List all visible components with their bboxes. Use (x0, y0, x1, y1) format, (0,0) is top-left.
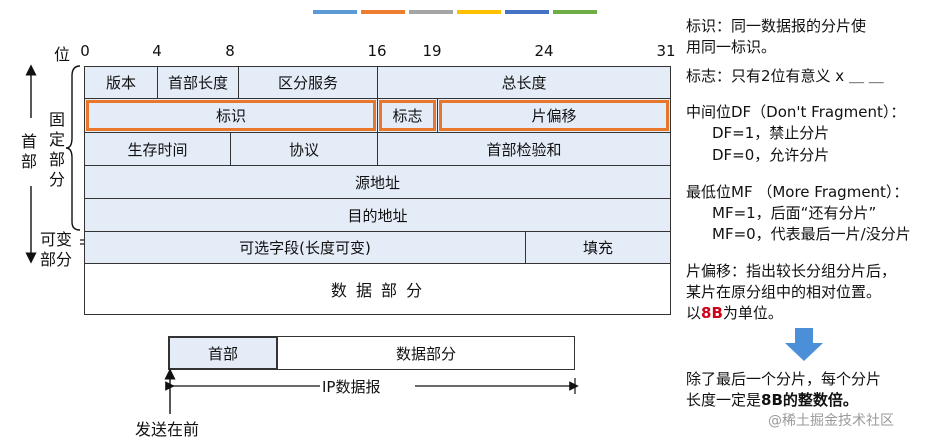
stripe (409, 10, 453, 14)
side-label-fixed: 固定部分 (48, 110, 65, 189)
packet-header: 首部 (168, 336, 278, 370)
stripe (361, 10, 405, 14)
packet-data: 数据部分 (277, 336, 575, 370)
note-id-2: 用同一标识。 (686, 38, 777, 56)
field-protocol: 协议 (230, 132, 378, 166)
note-conclusion-2: 长度一定是8B的整数倍。 (686, 390, 858, 411)
watermark: @稀土掘金技术社区 (768, 413, 894, 429)
field-fragment-offset: 片偏移 (437, 98, 671, 133)
highlight-fragment-offset (439, 100, 669, 131)
down-arrow-icon (785, 328, 823, 361)
field-padding: 填充 (525, 231, 671, 264)
field-flags: 标志 (377, 98, 438, 133)
field-version: 版本 (84, 66, 158, 99)
bit-tick: 4 (152, 42, 162, 60)
note-df0: DF=0，允许分片 (712, 146, 830, 164)
stripe (553, 10, 597, 14)
note-fo-1: 片偏移：指出较长分组分片后， (686, 262, 897, 280)
stripe (313, 10, 357, 14)
note-fo-unit-prefix: 以 (686, 304, 702, 322)
note-fo-unit-suffix: 为单位。 (722, 304, 783, 322)
note-conclusion-1: 除了最后一个分片，每个分片 (686, 370, 882, 388)
note-conclusion-prefix: 长度一定是 (686, 391, 762, 409)
datagram-annotations (164, 368, 579, 414)
bit-tick: 0 (80, 42, 90, 60)
field-total-length: 总长度 (377, 66, 671, 99)
send-first-label: 发送在前 (135, 420, 200, 439)
note-fo-2: 某片在原分组中的相对位置。 (686, 283, 882, 301)
field-differentiated-services: 区分服务 (238, 66, 378, 99)
data-section: 数 据 部 分 (84, 263, 671, 315)
note-id-1: 标识：同一数据报的分片使 (686, 17, 867, 35)
field-options: 可选字段(长度可变) (84, 231, 526, 264)
bit-tick: 8 (225, 42, 235, 60)
note-conclusion-bold: 8B的整数倍。 (761, 391, 858, 409)
bit-tick: 24 (534, 42, 554, 60)
datagram-label: IP数据报 (322, 378, 381, 396)
field-header-length: 首部长度 (157, 66, 239, 99)
side-label-variable: 可变部分 (40, 230, 73, 269)
field-ttl: 生存时间 (84, 132, 231, 166)
field-checksum: 首部检验和 (377, 132, 671, 166)
field-destination-address: 目的地址 (84, 198, 671, 232)
note-mf-title: 最低位MF （More Fragment）： (686, 183, 909, 201)
note-mf1: MF=1，后面“还有分片” (712, 204, 877, 222)
bit-tick: 31 (656, 42, 676, 60)
stripe (457, 10, 501, 14)
note-fo-unit: 以8B为单位。 (686, 303, 783, 324)
note-flag: 标志：只有2位有意义 x ＿ ＿ (686, 67, 884, 85)
note-df-title: 中间位DF（Don't Fragment）： (686, 103, 906, 121)
highlight-identification (86, 100, 376, 131)
fixed-brace (65, 65, 81, 231)
field-source-address: 源地址 (84, 165, 671, 199)
side-label-header: 首部 (20, 132, 37, 171)
bit-scale-label: 位 (54, 45, 71, 64)
highlight-flags (379, 100, 436, 131)
note-fo-unit-value: 8B (701, 304, 723, 322)
bit-tick: 19 (422, 42, 442, 60)
note-mf0: MF=0，代表最后一片/没分片 (712, 225, 911, 243)
stripe (505, 10, 549, 14)
note-df1: DF=1，禁止分片 (712, 124, 830, 142)
side-brackets (25, 64, 86, 264)
bit-tick: 16 (367, 42, 387, 60)
